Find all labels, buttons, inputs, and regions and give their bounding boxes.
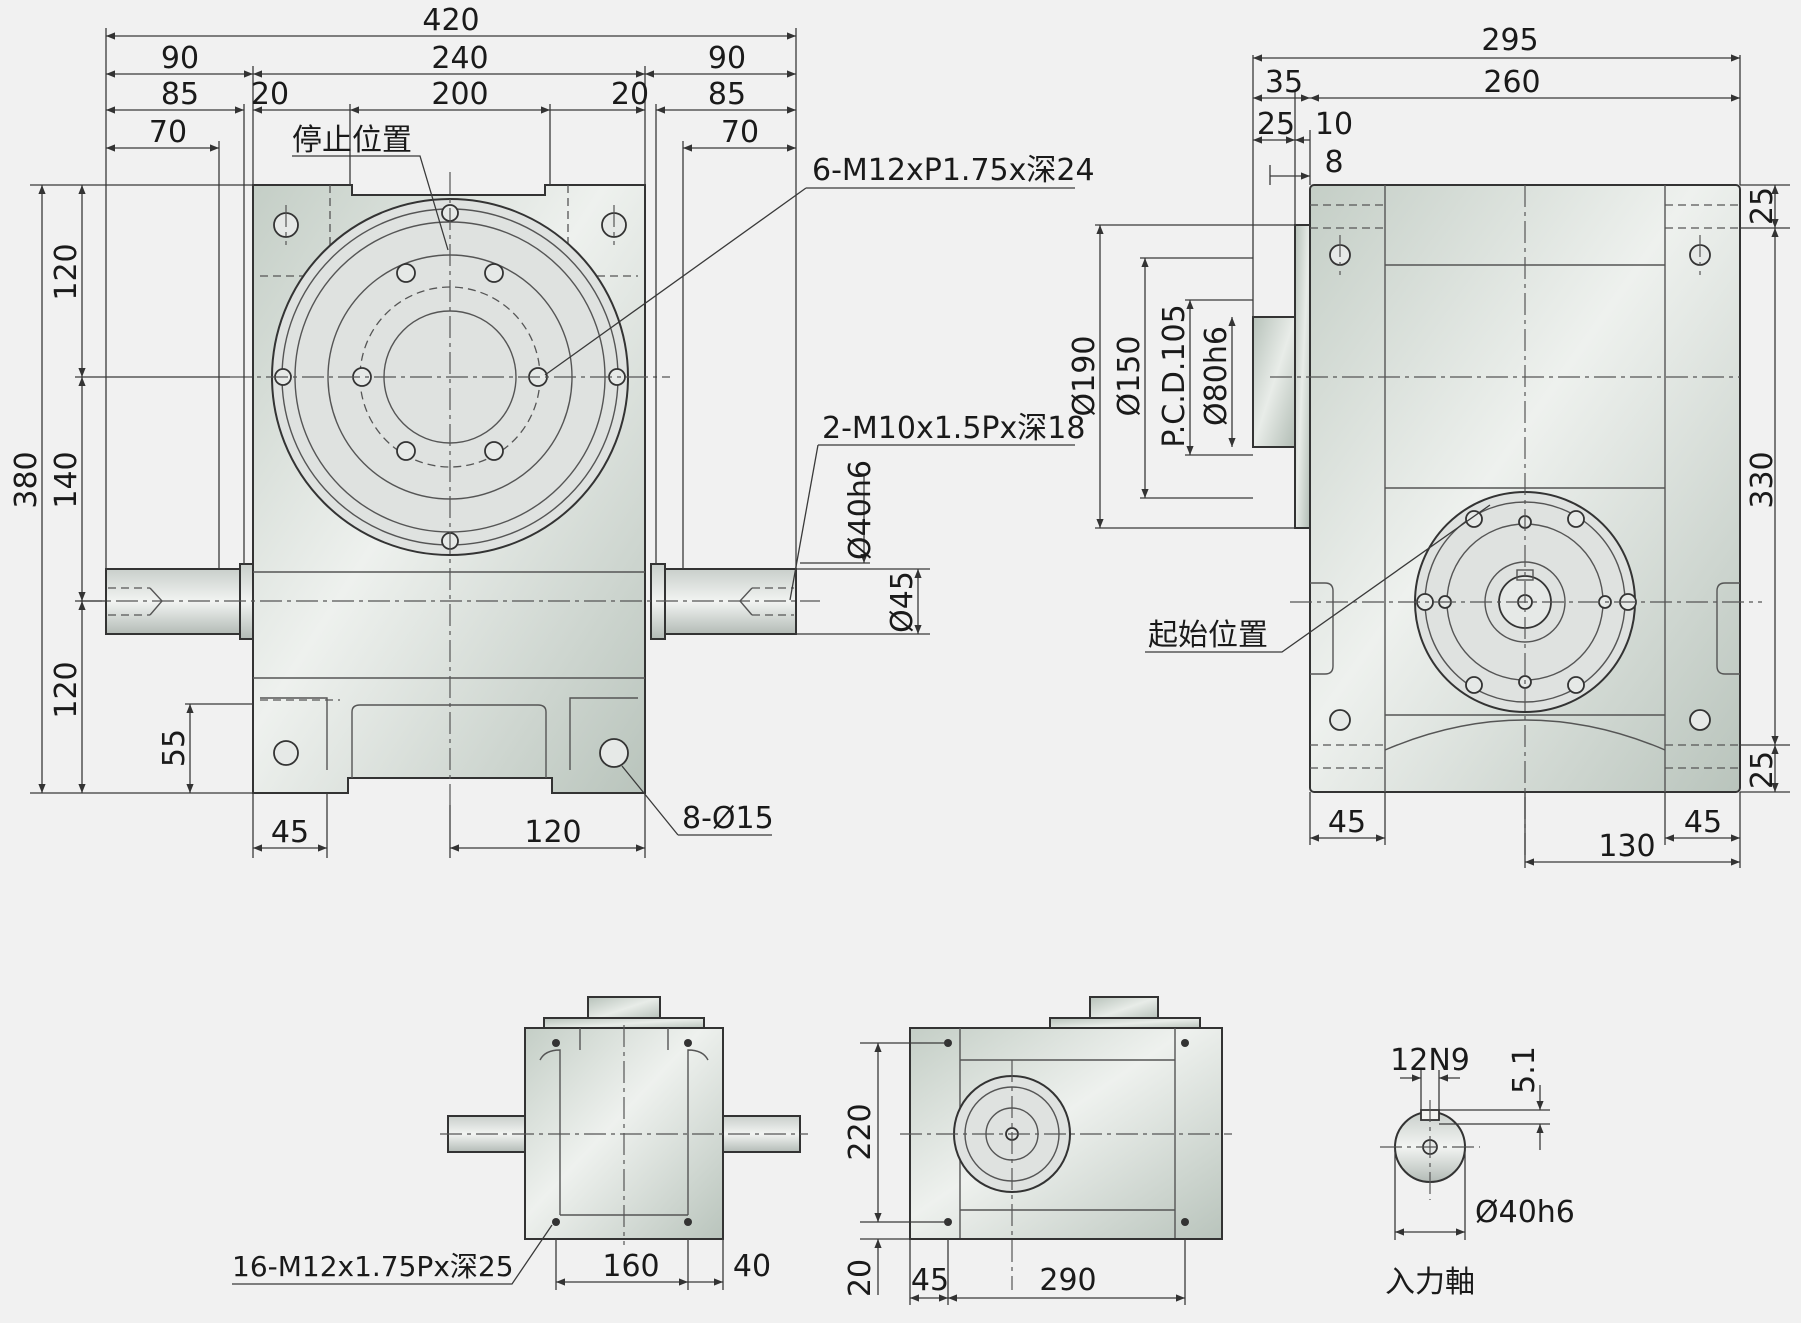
tapped-hole bbox=[396, 263, 416, 283]
mount-hole bbox=[273, 740, 299, 766]
dim-diameter-150: Ø150 bbox=[1112, 336, 1147, 417]
dim-diameter-190: Ø190 bbox=[1067, 336, 1102, 417]
callout-16-tapped-holes: 16-M12x1.75Px深25 bbox=[232, 1250, 514, 1283]
callout-shaft-tapped-holes: 2-M10x1.5Px深18 bbox=[822, 411, 1085, 446]
label-stop-position: 停止位置 bbox=[292, 123, 412, 158]
callout-output-tapped-holes: 6-M12xP1.75x深24 bbox=[812, 153, 1095, 188]
input-shaft-title: 入力軸 bbox=[1385, 1265, 1475, 1300]
dim-diameter-40h6-input: Ø40h6 bbox=[1475, 1195, 1575, 1230]
dim-120-bottom: 120 bbox=[49, 661, 84, 718]
dim-380: 380 bbox=[9, 451, 44, 508]
dim-290: 290 bbox=[1039, 1263, 1096, 1298]
dim-120-base: 120 bbox=[524, 815, 581, 850]
dim-85-left: 85 bbox=[161, 77, 199, 112]
dim-25: 25 bbox=[1257, 107, 1295, 142]
dim-35: 35 bbox=[1265, 65, 1303, 100]
dim-200: 200 bbox=[431, 77, 488, 112]
dim-70-left: 70 bbox=[149, 115, 187, 150]
bottom-side-view: 220 20 45 290 bbox=[843, 996, 1232, 1305]
flange-bolt bbox=[1567, 510, 1585, 528]
dim-90-left: 90 bbox=[161, 41, 199, 76]
dim-160: 160 bbox=[602, 1249, 659, 1284]
dim-pcd-105: P.C.D.105 bbox=[1157, 304, 1192, 447]
dim-40: 40 bbox=[733, 1249, 771, 1284]
input-shaft-detail: 12N9 5.1 Ø40h6 入力軸 bbox=[1380, 1043, 1575, 1300]
dim-diameter-40h6: Ø40h6 bbox=[843, 460, 878, 560]
dim-20-left: 20 bbox=[251, 77, 289, 112]
tapped-hole bbox=[484, 263, 504, 283]
dim-20: 20 bbox=[843, 1259, 878, 1297]
flange-bolt bbox=[1465, 510, 1483, 528]
dim-diameter-45: Ø45 bbox=[885, 571, 920, 633]
output-hub bbox=[1252, 316, 1296, 448]
dim-140: 140 bbox=[49, 451, 84, 508]
dim-120-top: 120 bbox=[49, 243, 84, 300]
mount-hole bbox=[599, 738, 629, 768]
flange-bolt bbox=[1567, 676, 1585, 694]
side-bolt bbox=[1329, 709, 1351, 731]
dim-20-right: 20 bbox=[611, 77, 649, 112]
dim-keyway-12N9: 12N9 bbox=[1390, 1043, 1470, 1078]
dim-70-right: 70 bbox=[721, 115, 759, 150]
dim-55: 55 bbox=[157, 729, 192, 767]
callout-mount-holes: 8-Ø15 bbox=[682, 801, 774, 836]
dim-10: 10 bbox=[1315, 107, 1353, 142]
dim-45-left: 45 bbox=[1328, 805, 1366, 840]
tapped-hole bbox=[484, 441, 504, 461]
bottom-front-view: 160 40 16-M12x1.75Px深25 bbox=[232, 996, 808, 1290]
front-view: 420 90 240 90 85 20 200 20 85 70 70 380 … bbox=[9, 3, 1095, 858]
dim-diameter-80h6: Ø80h6 bbox=[1199, 326, 1234, 426]
dim-8: 8 bbox=[1324, 145, 1343, 180]
dim-330: 330 bbox=[1745, 451, 1780, 508]
dim-45-small: 45 bbox=[911, 1263, 949, 1298]
side-bolt bbox=[1689, 709, 1711, 731]
tap-marks bbox=[552, 1039, 692, 1226]
dim-420: 420 bbox=[422, 3, 479, 38]
dim-295: 295 bbox=[1481, 23, 1538, 58]
dim-220: 220 bbox=[843, 1103, 878, 1160]
dim-85-right: 85 bbox=[708, 77, 746, 112]
dim-45-right: 45 bbox=[1684, 805, 1722, 840]
dim-90-right: 90 bbox=[708, 41, 746, 76]
dim-45: 45 bbox=[271, 815, 309, 850]
dim-key-depth-5-1: 5.1 bbox=[1507, 1046, 1542, 1094]
dim-240: 240 bbox=[431, 41, 488, 76]
dim-25-bottom: 25 bbox=[1745, 751, 1780, 789]
dim-260: 260 bbox=[1483, 65, 1540, 100]
flange-bolt bbox=[1465, 676, 1483, 694]
side-view: 295 35 260 25 10 8 Ø190 Ø150 P.C.D.105 Ø… bbox=[1067, 23, 1790, 868]
dim-130: 130 bbox=[1598, 829, 1655, 864]
tapped-hole bbox=[396, 441, 416, 461]
dim-25-top: 25 bbox=[1745, 187, 1780, 225]
label-start-position: 起始位置 bbox=[1148, 618, 1268, 653]
